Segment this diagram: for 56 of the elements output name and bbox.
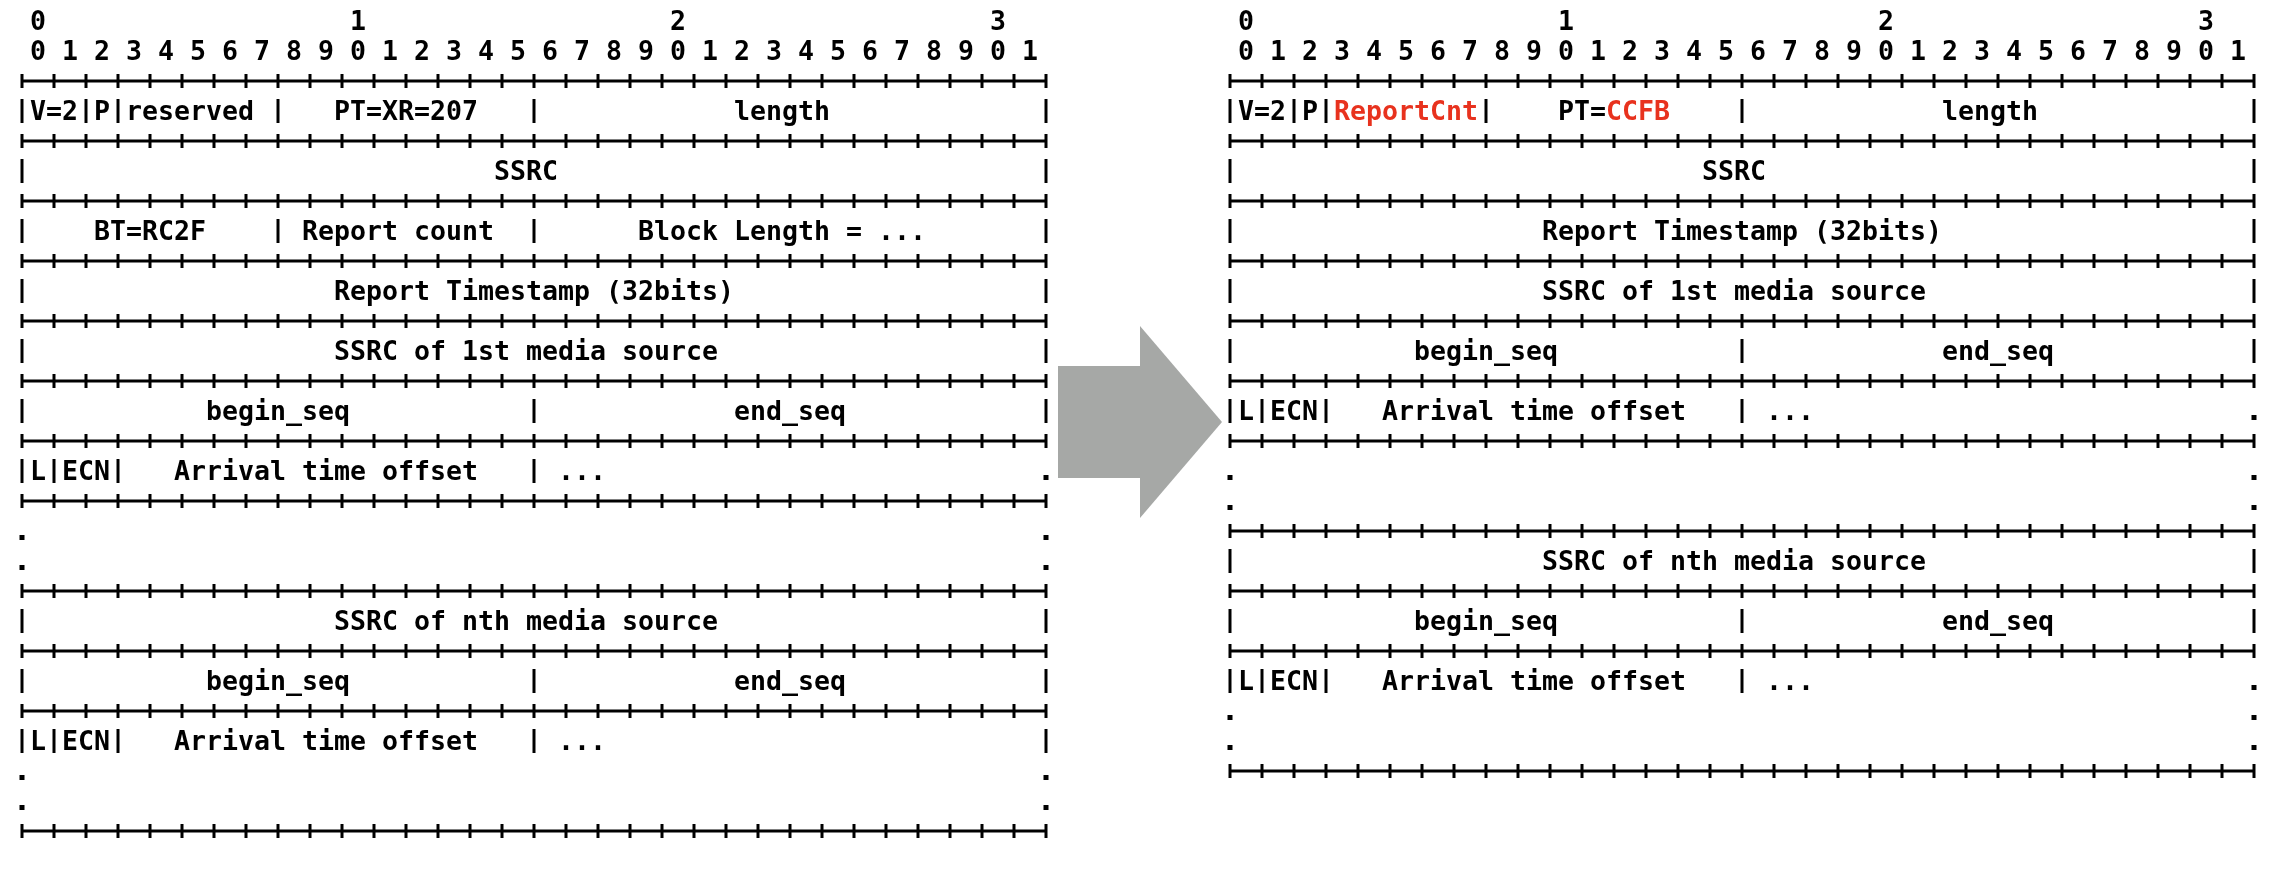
field-label: V=2 (30, 96, 78, 126)
bit-number: 0 (1238, 6, 1254, 36)
field-label: Arrival time offset (174, 456, 479, 486)
field-label: ... (1766, 396, 1814, 426)
bit-number: 3 (990, 6, 1006, 36)
bit-number: 1 (350, 6, 366, 36)
field-label: Report count (302, 216, 495, 246)
field-label: Arrival time offset (174, 726, 479, 756)
field-label: begin_seq (1414, 606, 1558, 636)
field-label: PT=CCFB (1558, 96, 1671, 126)
bit-index-row: 0 1 2 3 4 5 6 7 8 9 0 1 2 3 4 5 6 7 8 9 0 1 2 3 4 5 6 7 8 9 0 1 (30, 36, 1039, 66)
field-label: ... (558, 456, 606, 486)
field-label: SSRC of 1st media source (1542, 276, 1927, 306)
field-label: Arrival time offset (1382, 666, 1687, 696)
field-label: Block Length = ... (638, 216, 927, 246)
field-label: length (1942, 96, 2038, 126)
field-label: ECN (1270, 396, 1318, 426)
field-label: begin_seq (206, 396, 350, 426)
field-label: L (1238, 666, 1254, 696)
bit-number: 3 (2198, 6, 2214, 36)
field-label: Arrival time offset (1382, 396, 1687, 426)
field-label: P (94, 96, 110, 126)
field-label: ... (558, 726, 606, 756)
field-label: SSRC (494, 156, 558, 186)
field-label: Report Timestamp (32bits) (1542, 216, 1943, 246)
field-label: ReportCnt (1334, 96, 1478, 126)
bit-number: 0 (30, 6, 46, 36)
arrow (1058, 326, 1222, 518)
field-label: begin_seq (1414, 336, 1558, 366)
field-label: L (30, 726, 46, 756)
field-label: ECN (1270, 666, 1318, 696)
bit-number: 1 (1558, 6, 1574, 36)
field-label: P (1302, 96, 1318, 126)
field-label: L (1238, 396, 1254, 426)
field-label: SSRC of 1st media source (334, 336, 719, 366)
field-label: V=2 (1238, 96, 1286, 126)
field-label: ECN (62, 456, 110, 486)
field-label: end_seq (1942, 606, 2054, 636)
field-label: ... (1766, 666, 1814, 696)
bit-number: 2 (670, 6, 686, 36)
field-label: SSRC of nth media source (334, 606, 719, 636)
field-label: SSRC of nth media source (1542, 546, 1927, 576)
field-label: L (30, 456, 46, 486)
bit-number: 2 (1878, 6, 1894, 36)
field-label: end_seq (734, 666, 846, 696)
field-label: end_seq (734, 396, 846, 426)
field-label: Report Timestamp (32bits) (334, 276, 735, 306)
field-label: reserved (126, 96, 254, 126)
field-label: PT=XR=207 (334, 96, 478, 126)
field-label: length (734, 96, 830, 126)
bit-index-row: 0 1 2 3 4 5 6 7 8 9 0 1 2 3 4 5 6 7 8 9 0 1 2 3 4 5 6 7 8 9 0 1 (1238, 36, 2247, 66)
field-label: SSRC (1702, 156, 1766, 186)
field-label: BT=RC2F (94, 216, 206, 246)
field-label: end_seq (1942, 336, 2054, 366)
field-label: begin_seq (206, 666, 350, 696)
field-label: ECN (62, 726, 110, 756)
